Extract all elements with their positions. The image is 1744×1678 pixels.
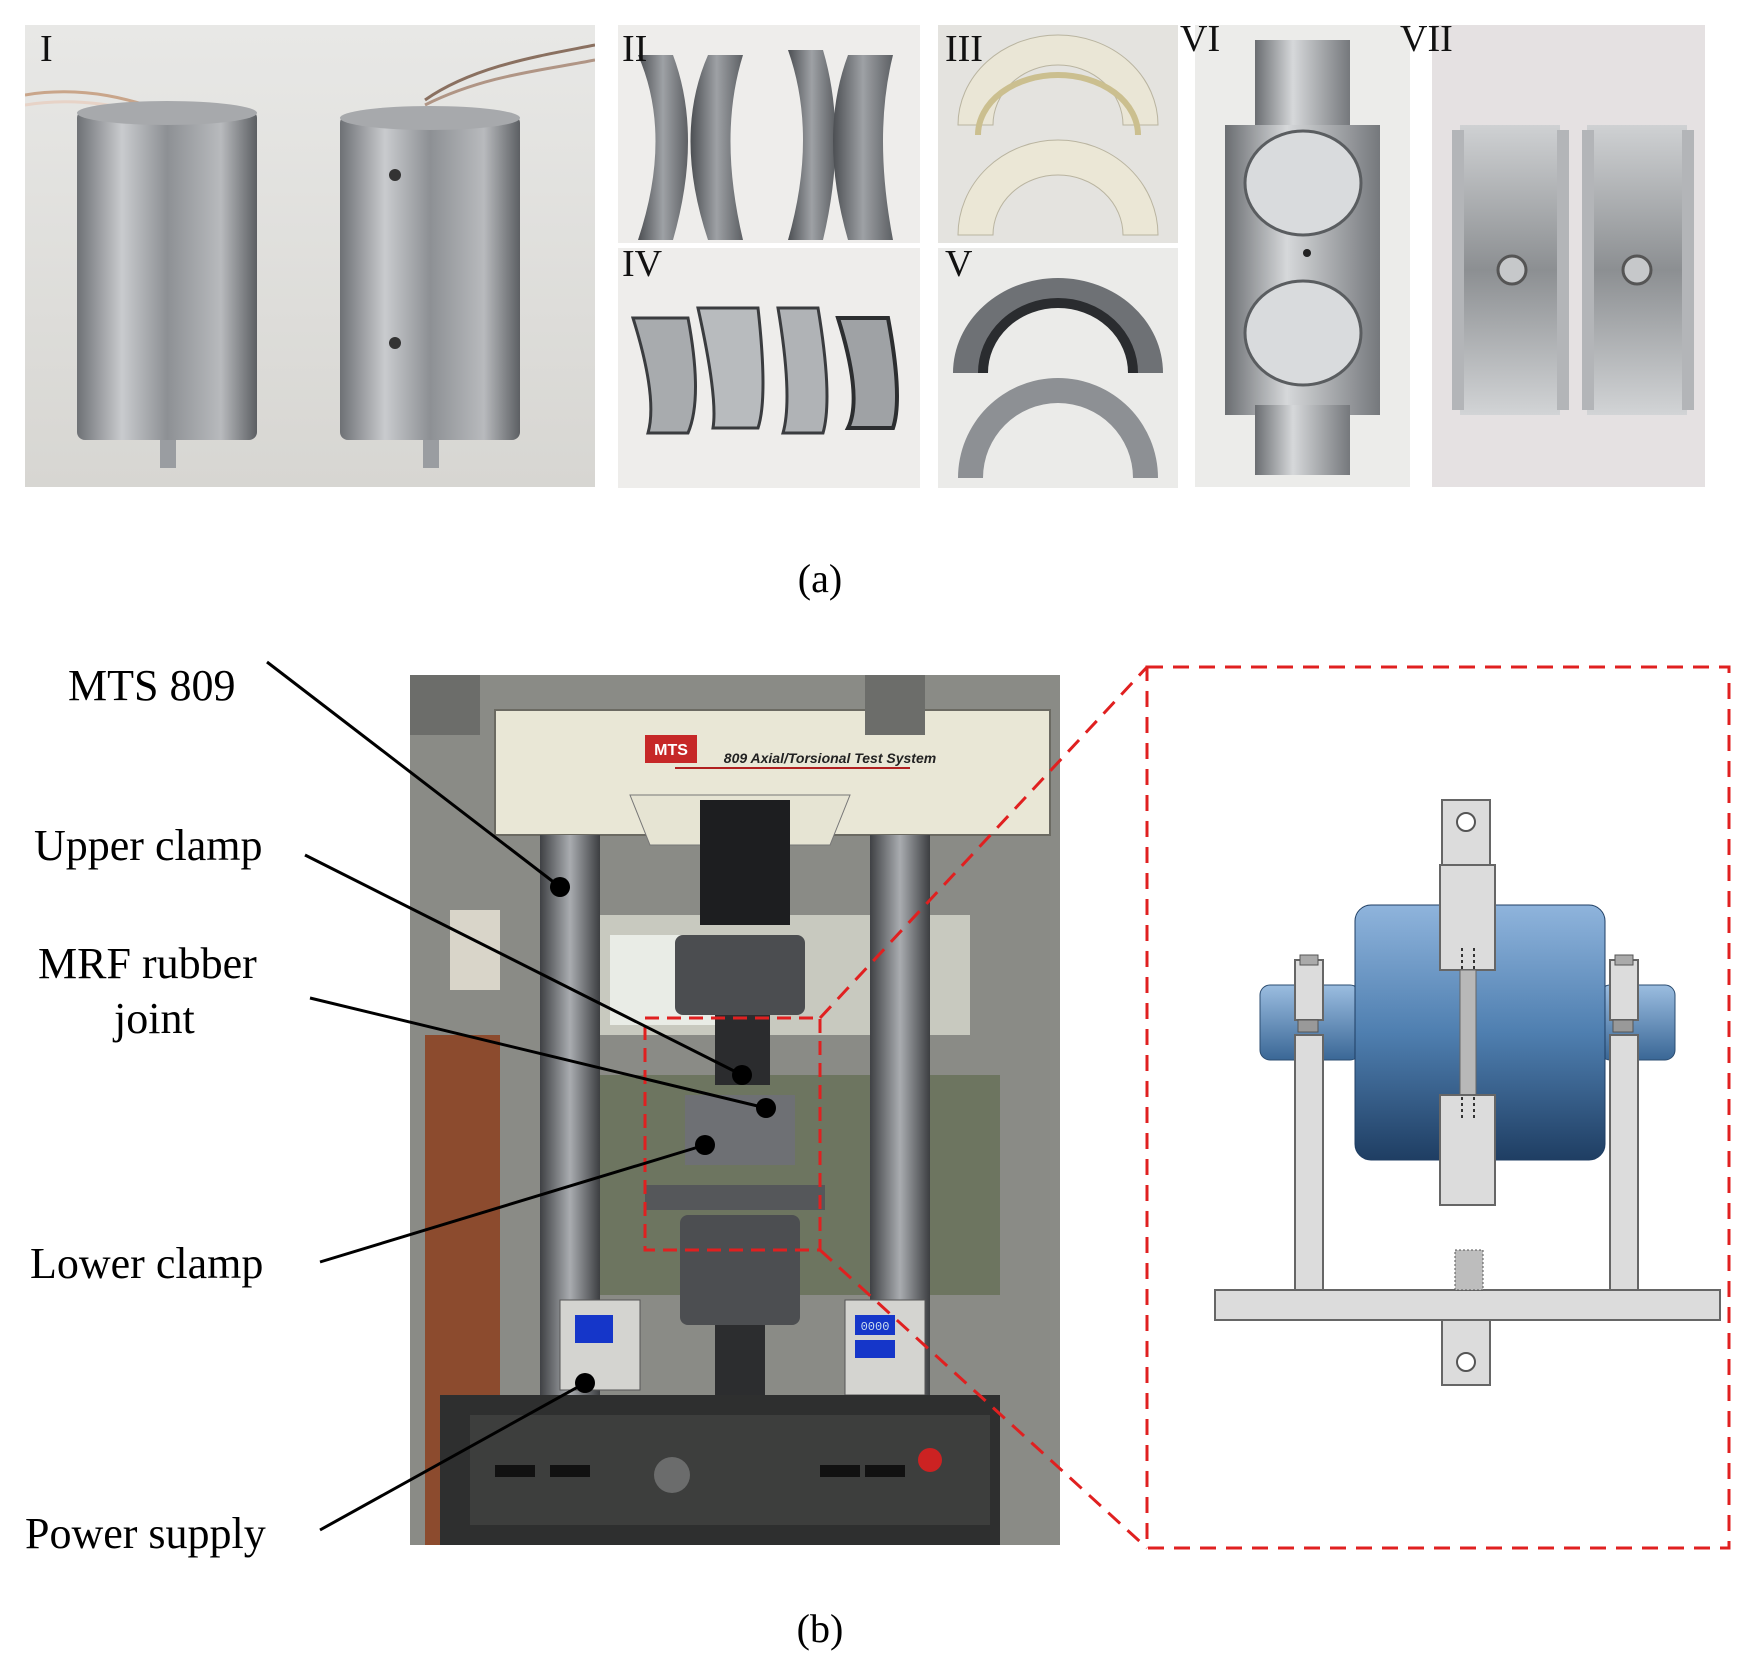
roi-box xyxy=(643,1016,822,1252)
panel-label-IV: IV xyxy=(622,243,663,285)
label-mrf-line2: joint xyxy=(114,994,195,1043)
label-lower-clamp: Lower clamp xyxy=(30,1239,264,1288)
zoom-box xyxy=(1145,665,1731,1550)
label-power-supply: Power supply xyxy=(25,1509,266,1558)
photo-panel-VI xyxy=(1195,25,1410,487)
label-mts: MTS 809 xyxy=(68,661,236,710)
panel-label-V: V xyxy=(945,243,973,285)
machine-logo: MTS xyxy=(654,742,688,759)
label-mrf-line1: MRF rubber xyxy=(38,939,257,988)
load-cell xyxy=(700,800,790,925)
power-supply-readout: 0000 xyxy=(861,1320,890,1334)
panel-label-I: I xyxy=(40,28,53,70)
photo-panel-II xyxy=(618,25,920,243)
panel-label-VII: VII xyxy=(1400,18,1453,60)
panel-label-III: III xyxy=(945,28,983,70)
joint-schematic xyxy=(1214,799,1721,1386)
photo-panel-V xyxy=(938,248,1178,488)
photo-panel-IV xyxy=(618,248,920,488)
caption-a: (a) xyxy=(797,556,843,601)
photo-panel-III xyxy=(938,25,1178,243)
panel-label-VI: VI xyxy=(1180,18,1221,60)
photo-panel-VII xyxy=(1432,25,1705,487)
test-machine-photo: MTS 809 Axial/Torsional Test System 0000 xyxy=(410,675,1060,1545)
label-upper-clamp: Upper clamp xyxy=(34,821,263,870)
panel-label-II: II xyxy=(622,28,648,70)
cylinder-right xyxy=(340,115,520,440)
caption-b: (b) xyxy=(796,1606,844,1651)
lower-actuator xyxy=(680,1215,800,1325)
photo-panel-I xyxy=(25,25,595,487)
machine-plate: 809 Axial/Torsional Test System xyxy=(724,750,936,766)
cylinder-left xyxy=(77,110,257,440)
